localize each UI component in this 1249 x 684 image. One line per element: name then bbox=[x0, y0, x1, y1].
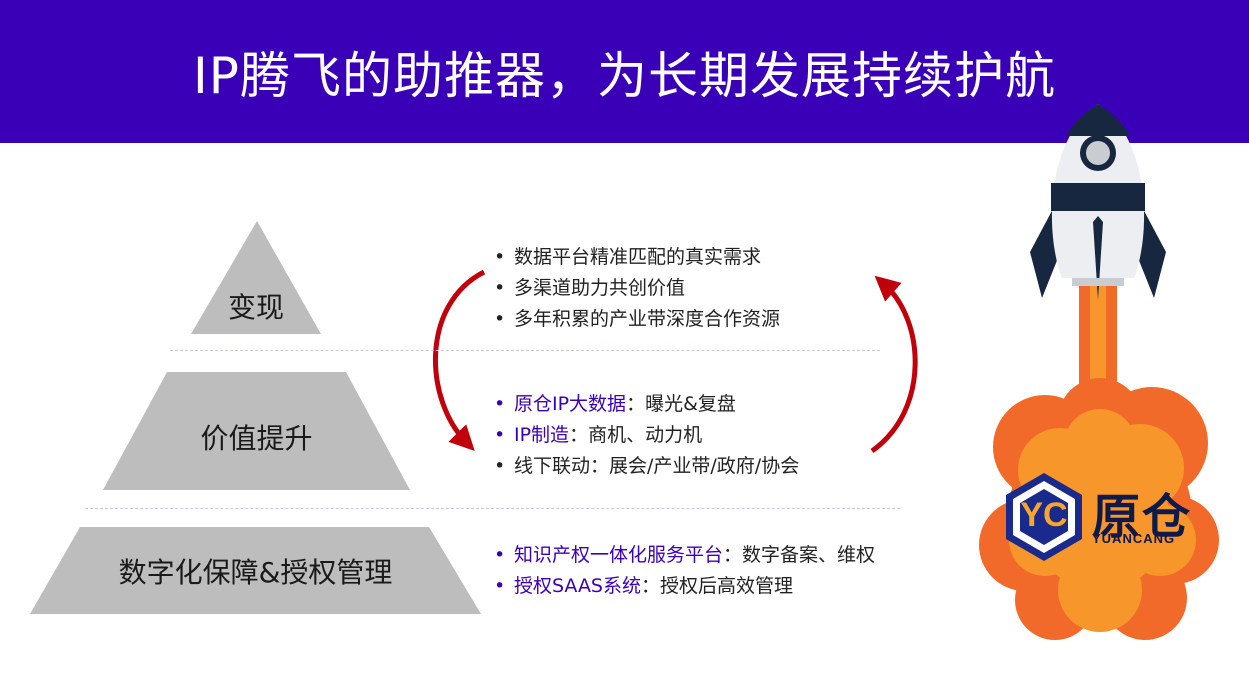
bullet-list-top: •数据平台精准匹配的真实需求 •多渠道助力共创价值 •多年积累的产业带深度合作资… bbox=[494, 242, 780, 335]
logo-hexagon-icon bbox=[1006, 473, 1082, 561]
yuancang-logo: YC bbox=[996, 469, 1092, 565]
list-item: •多渠道助力共创价值 bbox=[494, 277, 686, 299]
list-item: •多年积累的产业带深度合作资源 bbox=[494, 308, 781, 330]
list-item: •线下联动：展会/产业带/政府/协会 bbox=[494, 455, 800, 477]
list-item: •授权SAAS系统：授权后高效管理 bbox=[494, 575, 794, 597]
list-item: •IP制造：商机、动力机 bbox=[494, 424, 703, 446]
tier-label-bottom: 数字化保障&授权管理 bbox=[118, 556, 393, 589]
down-arrow bbox=[433, 269, 486, 451]
up-arrow bbox=[870, 275, 918, 454]
list-item: •原仓IP大数据：曝光&复盘 bbox=[494, 393, 736, 415]
rocket bbox=[1030, 104, 1166, 300]
bullet-list-bottom: •知识产权一体化服务平台：数字备案、维权 •授权SAAS系统：授权后高效管理 bbox=[494, 540, 875, 602]
logo-name-en: YUANCANG bbox=[1092, 531, 1176, 546]
divider-bottom bbox=[85, 508, 900, 509]
logo-mark: YC bbox=[1020, 496, 1068, 534]
page-title: IP腾飞的助推器，为长期发展持续护航 bbox=[193, 47, 1056, 105]
logo-name-cn: 原仓 bbox=[1092, 489, 1193, 545]
bullet-list-middle: •原仓IP大数据：曝光&复盘 •IP制造：商机、动力机 •线下联动：展会/产业带… bbox=[494, 389, 799, 482]
pyramid-bottom-tier bbox=[30, 527, 481, 614]
divider-top bbox=[170, 350, 880, 351]
pyramid-top-tier bbox=[191, 221, 321, 334]
list-item: •数据平台精准匹配的真实需求 bbox=[494, 246, 762, 268]
pyramid-middle-tier bbox=[103, 372, 410, 490]
tier-label-middle: 价值提升 bbox=[200, 422, 313, 455]
list-item: •知识产权一体化服务平台：数字备案、维权 bbox=[494, 544, 876, 566]
header-banner: IP腾飞的助推器，为长期发展持续护航 bbox=[0, 0, 1249, 143]
tier-label-top: 变现 bbox=[227, 291, 284, 324]
